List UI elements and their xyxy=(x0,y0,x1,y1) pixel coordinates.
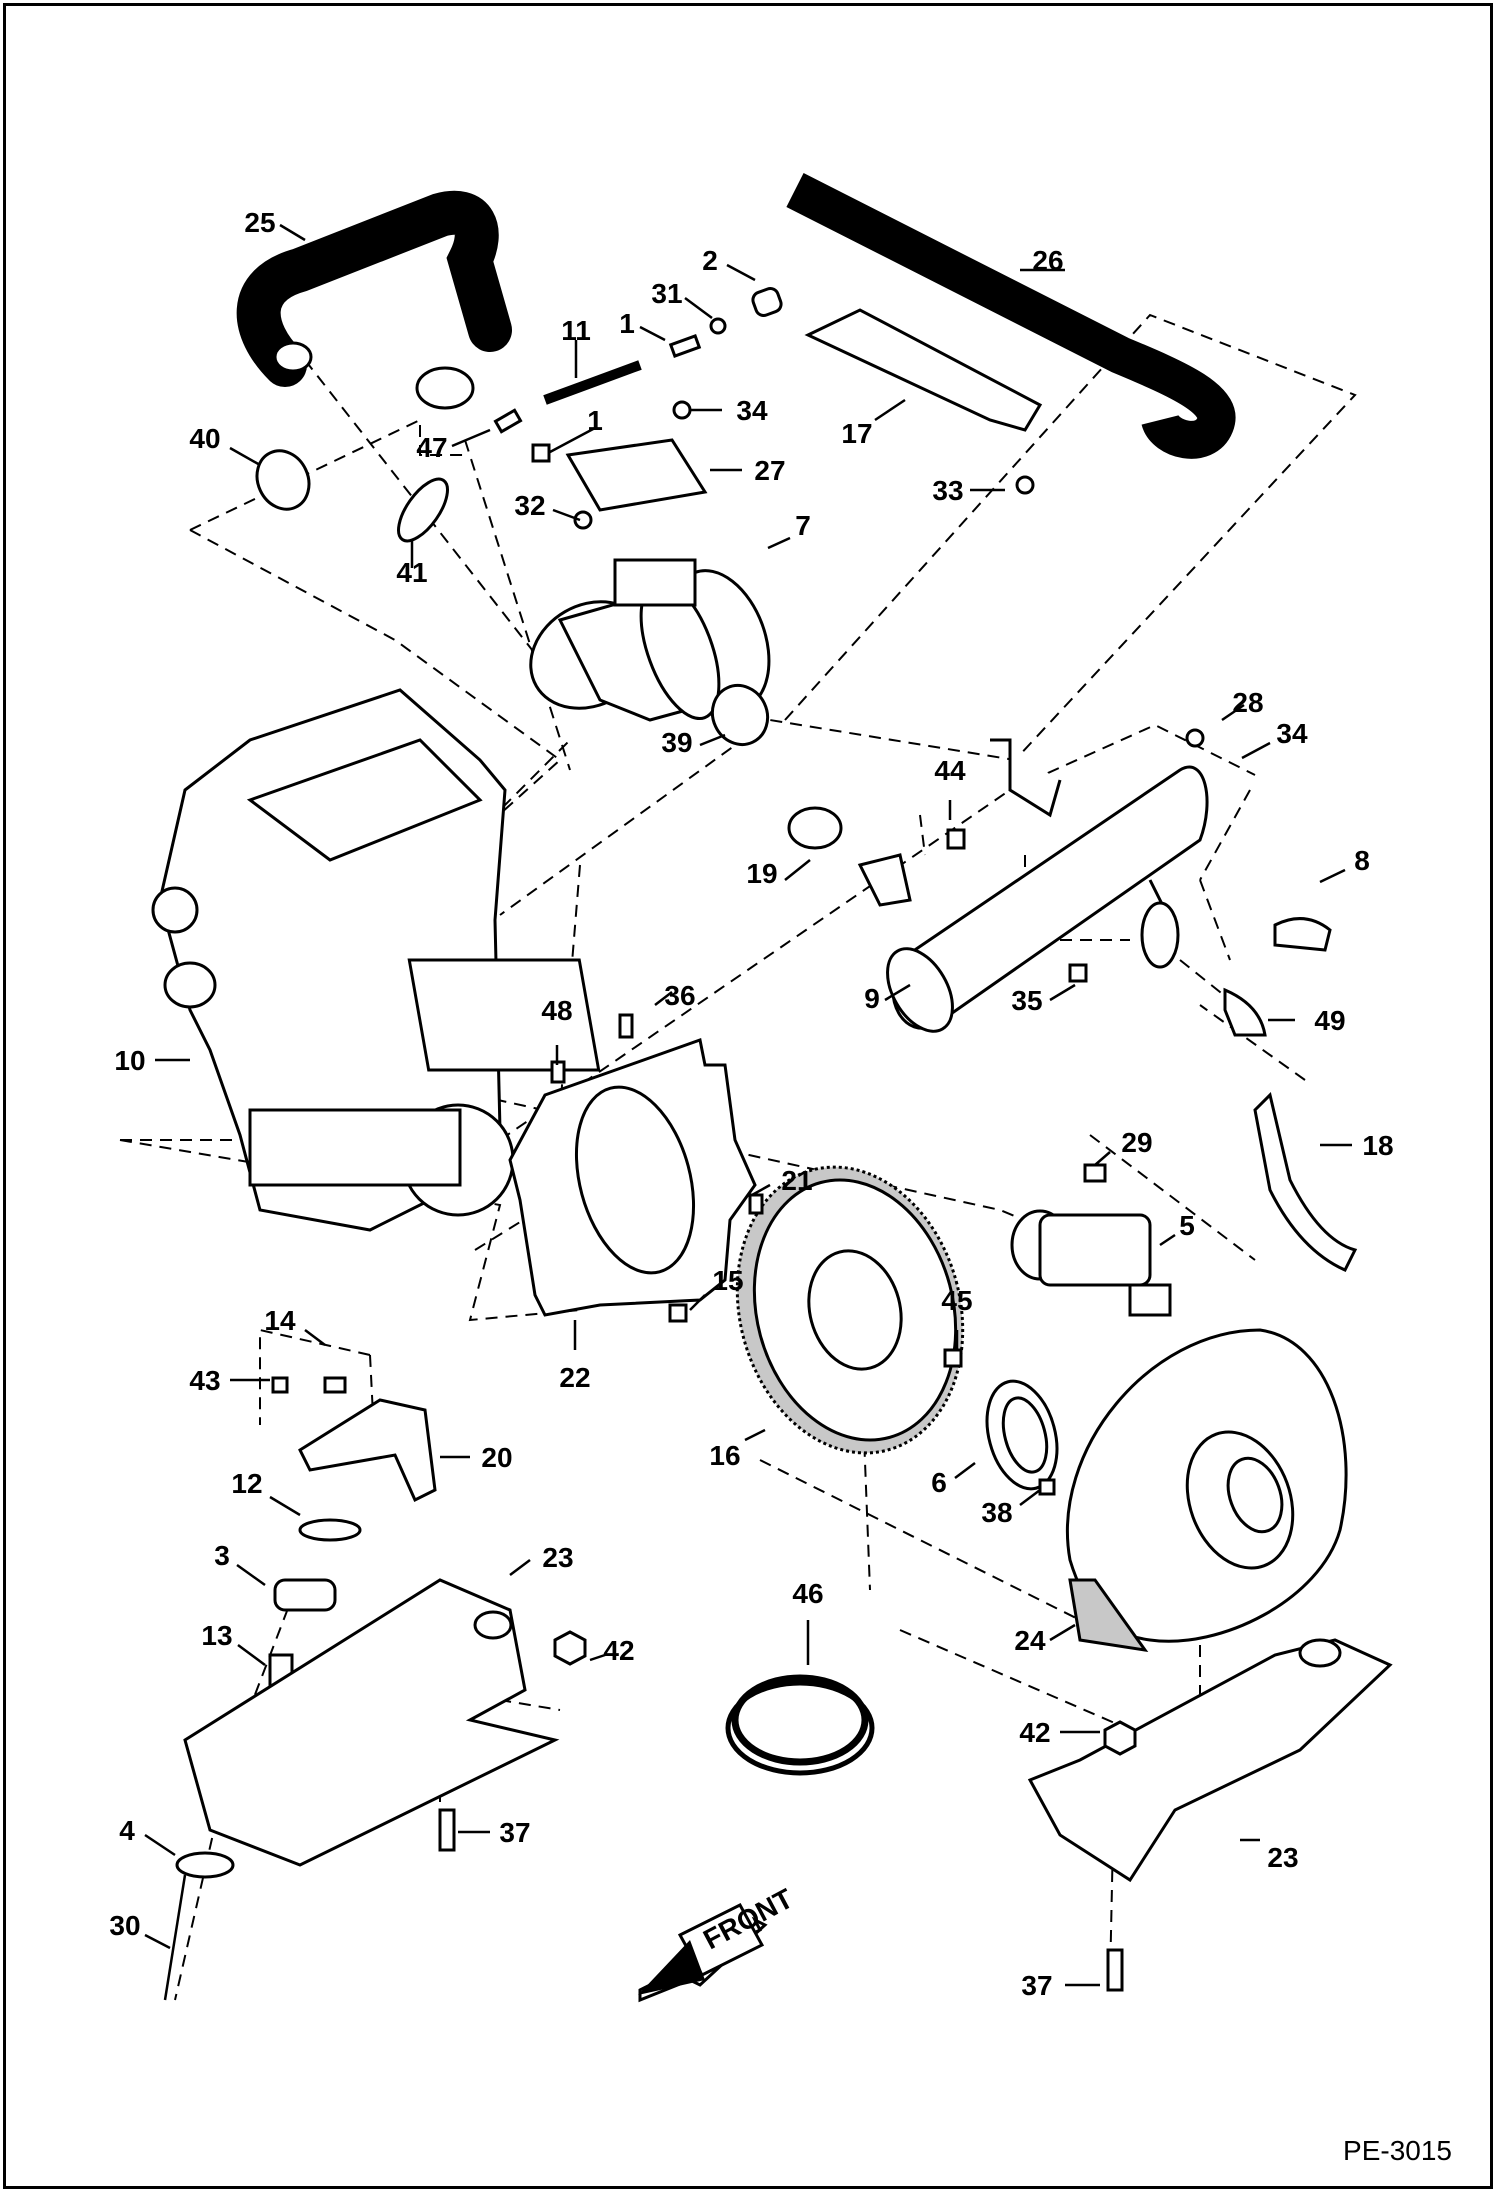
callouts: 25 2 31 1 11 26 34 47 1 40 27 17 32 41 3… xyxy=(109,207,1393,2001)
seal-6-bore xyxy=(1001,1396,1049,1474)
callout-27: 27 xyxy=(754,455,785,486)
callout-26: 26 xyxy=(1032,245,1063,276)
callout-41: 41 xyxy=(396,557,427,588)
callout-2: 2 xyxy=(702,245,718,276)
bolt-30 xyxy=(163,1874,187,2001)
callout-6: 6 xyxy=(931,1467,947,1498)
callout-45: 45 xyxy=(941,1285,972,1316)
callout-22: 22 xyxy=(559,1362,590,1393)
flywheel-16 xyxy=(735,1165,965,1455)
callout-36: 36 xyxy=(664,980,695,1011)
engine-block-10 xyxy=(151,688,601,1232)
callout-42-left: 42 xyxy=(603,1635,634,1666)
isolator-3 xyxy=(273,1578,337,1612)
exhaust-tailpipe-26 xyxy=(786,173,1236,459)
drawing-code: PE-3015 xyxy=(1343,2135,1452,2166)
hose-clamp-41 xyxy=(397,477,449,543)
heat-shield-17 xyxy=(804,308,1043,432)
callout-44: 44 xyxy=(934,755,966,786)
callout-12: 12 xyxy=(231,1468,262,1499)
adapter-plate-bore xyxy=(574,1085,696,1275)
callout-28: 28 xyxy=(1232,687,1263,718)
callout-25: 25 xyxy=(244,207,275,238)
clamp-49 xyxy=(1223,987,1267,1037)
mounting-bracket-23-right xyxy=(1027,1638,1393,1883)
callout-24: 24 xyxy=(1014,1625,1046,1656)
washer-12 xyxy=(298,1518,362,1542)
callout-42-right: 42 xyxy=(1019,1717,1050,1748)
flywheel-housing-24 xyxy=(1065,1328,1348,1653)
callout-43: 43 xyxy=(189,1365,220,1396)
callout-48: 48 xyxy=(541,995,572,1026)
callout-1-top: 1 xyxy=(619,308,635,339)
callout-20: 20 xyxy=(481,1442,512,1473)
flex-exhaust-18 xyxy=(1253,1092,1358,1272)
callout-39: 39 xyxy=(661,727,692,758)
callout-34-right: 34 xyxy=(1276,718,1308,749)
callout-49: 49 xyxy=(1314,1005,1345,1036)
callout-29: 29 xyxy=(1121,1127,1152,1158)
hose-clamp-40 xyxy=(255,449,311,511)
callout-8: 8 xyxy=(1354,845,1370,876)
bolts xyxy=(271,728,1205,1992)
callout-5: 5 xyxy=(1179,1210,1195,1241)
callout-1-mid: 1 xyxy=(587,405,603,436)
callout-30: 30 xyxy=(109,1910,140,1941)
callout-4: 4 xyxy=(119,1815,135,1846)
callout-37-left: 37 xyxy=(499,1817,530,1848)
hose-loop-46 xyxy=(725,1674,875,1776)
callout-15: 15 xyxy=(712,1265,743,1296)
mounting-bracket-23-left xyxy=(183,1578,560,1867)
callout-31: 31 xyxy=(651,278,682,309)
callout-23-right: 23 xyxy=(1267,1842,1298,1873)
engine-mount-bracket-20 xyxy=(298,1398,437,1503)
callout-9: 9 xyxy=(864,983,880,1014)
callout-38: 38 xyxy=(981,1497,1012,1528)
callout-46: 46 xyxy=(792,1578,823,1609)
callout-21: 21 xyxy=(781,1165,812,1196)
callout-35: 35 xyxy=(1011,985,1042,1016)
callout-17: 17 xyxy=(841,418,872,449)
gasket-19 xyxy=(787,806,843,850)
callout-14: 14 xyxy=(264,1305,296,1336)
muffler-clamp-8 xyxy=(1273,917,1332,952)
front-direction-arrow: FRONT xyxy=(638,1883,798,2003)
callout-16: 16 xyxy=(709,1440,740,1471)
starter-motor-5 xyxy=(1010,1209,1172,1317)
callout-11: 11 xyxy=(561,315,591,346)
callout-23-left: 23 xyxy=(542,1542,573,1573)
callout-19: 19 xyxy=(746,858,777,889)
hose-clamp-39 xyxy=(710,684,770,746)
callout-40: 40 xyxy=(189,423,220,454)
air-intake-hose-25 xyxy=(236,190,512,410)
small-fittings xyxy=(493,287,1035,530)
callout-13: 13 xyxy=(201,1620,232,1651)
callout-18: 18 xyxy=(1362,1130,1393,1161)
callout-32: 32 xyxy=(514,490,545,521)
callout-34-top: 34 xyxy=(736,395,768,426)
callout-33: 33 xyxy=(932,475,963,506)
callout-7: 7 xyxy=(795,510,811,541)
callout-47: 47 xyxy=(416,432,447,463)
callout-37-right: 37 xyxy=(1021,1970,1052,2001)
callout-3: 3 xyxy=(214,1540,230,1571)
callout-10: 10 xyxy=(114,1045,145,1076)
washer-4 xyxy=(175,1851,235,1879)
air-cleaner-7 xyxy=(529,558,771,722)
muffler-9 xyxy=(857,738,1209,1033)
